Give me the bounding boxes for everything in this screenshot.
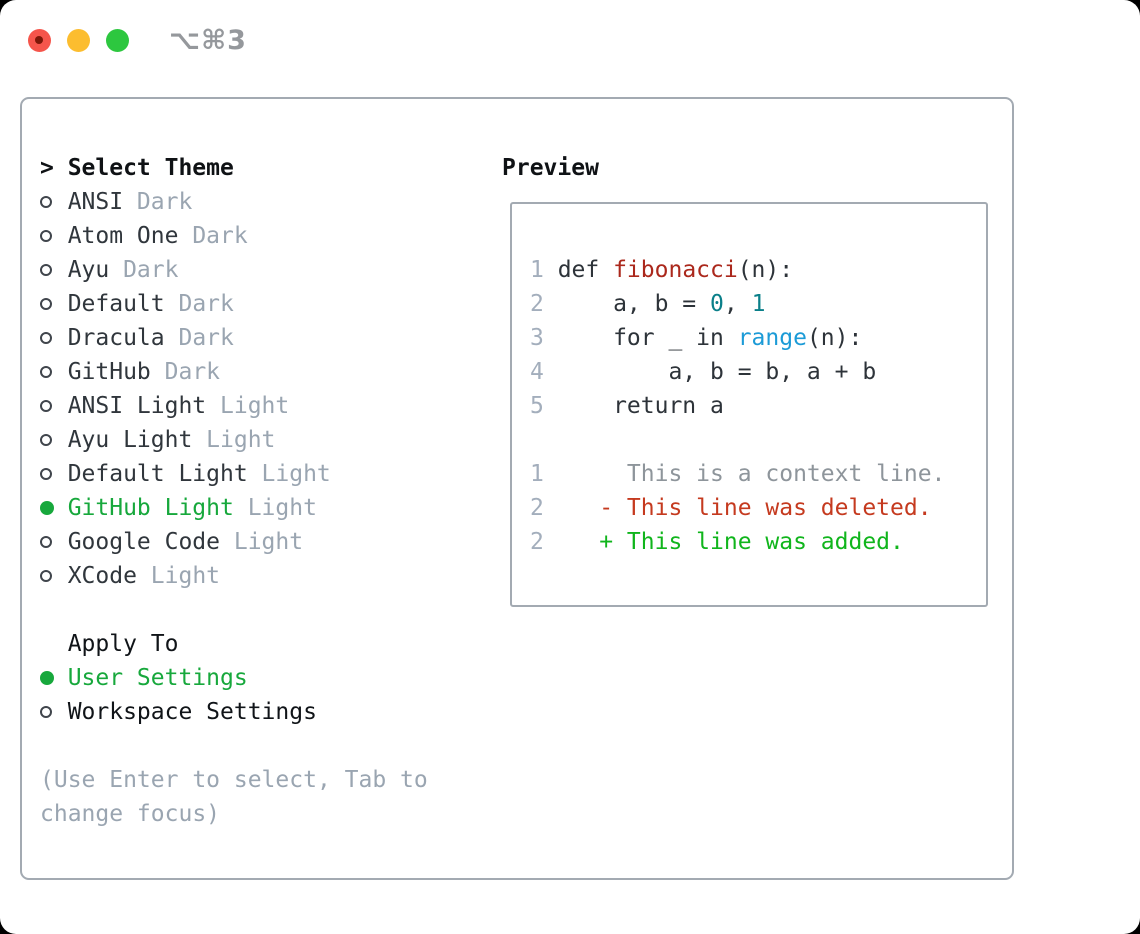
- line-number: 1: [530, 257, 544, 283]
- theme-name: ANSI Light: [67, 393, 207, 419]
- radio-unselected-icon: [40, 468, 68, 480]
- keyboard-hint: (Use Enter to select, Tab to change focu…: [40, 767, 428, 827]
- radio-unselected-icon: [40, 196, 68, 208]
- code-line: 5 return a: [530, 393, 724, 419]
- theme-option-github-dark[interactable]: GitHub Dark: [40, 355, 460, 389]
- theme-variant: Light: [220, 393, 290, 419]
- radio-selected-icon: [40, 671, 68, 685]
- theme-name: Google Code: [67, 529, 221, 555]
- theme-option-ayu-light[interactable]: Ayu Light Light: [40, 423, 460, 457]
- theme-variant: Dark: [164, 359, 221, 385]
- theme-variant: Light: [150, 563, 221, 589]
- theme-option-google-code-light[interactable]: Google Code Light: [40, 525, 460, 559]
- radio-unselected-icon: [40, 298, 68, 310]
- radio-unselected-icon: [40, 264, 68, 276]
- radio-unselected-icon: [40, 230, 68, 242]
- line-number: 2: [530, 529, 544, 555]
- theme-variant: Light: [247, 495, 317, 521]
- theme-option-ansi-dark[interactable]: ANSI Dark: [40, 185, 460, 219]
- minimize-icon[interactable]: [67, 29, 90, 52]
- theme-option-default-dark[interactable]: Default Dark: [40, 287, 460, 321]
- theme-variant: Dark: [136, 189, 193, 215]
- radio-unselected-icon: [40, 570, 68, 582]
- theme-option-ansi-light[interactable]: ANSI Light Light: [40, 389, 460, 423]
- close-icon[interactable]: [28, 29, 51, 52]
- theme-option-github-light[interactable]: GitHub Light Light: [40, 491, 460, 525]
- select-theme-title: Select Theme: [67, 155, 234, 181]
- theme-option-dracula-dark[interactable]: Dracula Dark: [40, 321, 460, 355]
- theme-option-ayu-dark[interactable]: Ayu Dark: [40, 253, 460, 287]
- select-theme-header: > Select Theme: [40, 151, 460, 185]
- theme-picker-panel: > Select Theme ANSI Dark Atom One Dark A…: [20, 97, 1014, 880]
- line-number: 2: [530, 291, 544, 317]
- zoom-icon[interactable]: [106, 29, 129, 52]
- theme-name: ANSI: [67, 189, 124, 215]
- prompt-arrow-icon: >: [40, 155, 54, 181]
- preview-title: Preview: [502, 155, 599, 181]
- theme-name: Ayu: [67, 257, 110, 283]
- apply-to-header: Apply To: [40, 627, 460, 661]
- line-number: 3: [530, 325, 544, 351]
- code-line: 2 a, b = 0, 1: [530, 291, 766, 317]
- title-bar: ⌥⌘3: [28, 25, 247, 56]
- line-number: 2: [530, 495, 544, 521]
- theme-option-default-light[interactable]: Default Light Light: [40, 457, 460, 491]
- line-number: 5: [530, 393, 544, 419]
- radio-unselected-icon: [40, 366, 68, 378]
- theme-name: Default: [67, 291, 165, 317]
- apply-to-title: Apply To: [67, 631, 179, 657]
- apply-option-workspace-settings[interactable]: Workspace Settings: [40, 695, 460, 729]
- theme-name: GitHub Light: [67, 495, 234, 521]
- theme-variant: Dark: [178, 325, 234, 351]
- theme-name: Dracula: [67, 325, 165, 351]
- radio-selected-icon: [40, 501, 68, 515]
- line-number: 1: [530, 461, 544, 487]
- radio-unselected-icon: [40, 400, 68, 412]
- theme-variant: Light: [233, 529, 304, 555]
- theme-name: Atom One: [67, 223, 179, 249]
- radio-unselected-icon: [40, 434, 68, 446]
- theme-variant: Light: [261, 461, 331, 487]
- window-title: ⌥⌘3: [169, 25, 247, 56]
- theme-variant: Dark: [123, 257, 179, 283]
- code-line: 3 for _ in range(n):: [530, 325, 863, 351]
- diff-added-line: 2 + This line was added.: [530, 529, 904, 555]
- apply-option-label: Workspace Settings: [67, 699, 317, 725]
- theme-option-xcode-light[interactable]: XCode Light: [40, 559, 460, 593]
- theme-name: Default Light: [67, 461, 248, 487]
- theme-variant: Light: [206, 427, 276, 453]
- code-line-blank: [530, 423, 986, 457]
- theme-variant: Dark: [178, 291, 234, 317]
- theme-name: GitHub: [67, 359, 151, 385]
- radio-unselected-icon: [40, 536, 68, 548]
- diff-context-line: 1 This is a context line.: [530, 461, 946, 487]
- theme-name: XCode: [67, 563, 137, 589]
- theme-option-atom-one-dark[interactable]: Atom One Dark: [40, 219, 460, 253]
- theme-name: Ayu Light: [67, 427, 193, 453]
- code-line: 4 a, b = b, a + b: [530, 359, 877, 385]
- theme-variant: Dark: [192, 223, 248, 249]
- apply-option-user-settings[interactable]: User Settings: [40, 661, 460, 695]
- radio-unselected-icon: [40, 332, 68, 344]
- line-number: 4: [530, 359, 544, 385]
- radio-unselected-icon: [40, 706, 68, 718]
- diff-deleted-line: 2 - This line was deleted.: [530, 495, 932, 521]
- theme-list: > Select Theme ANSI Dark Atom One Dark A…: [40, 151, 460, 831]
- apply-option-label: User Settings: [67, 665, 248, 691]
